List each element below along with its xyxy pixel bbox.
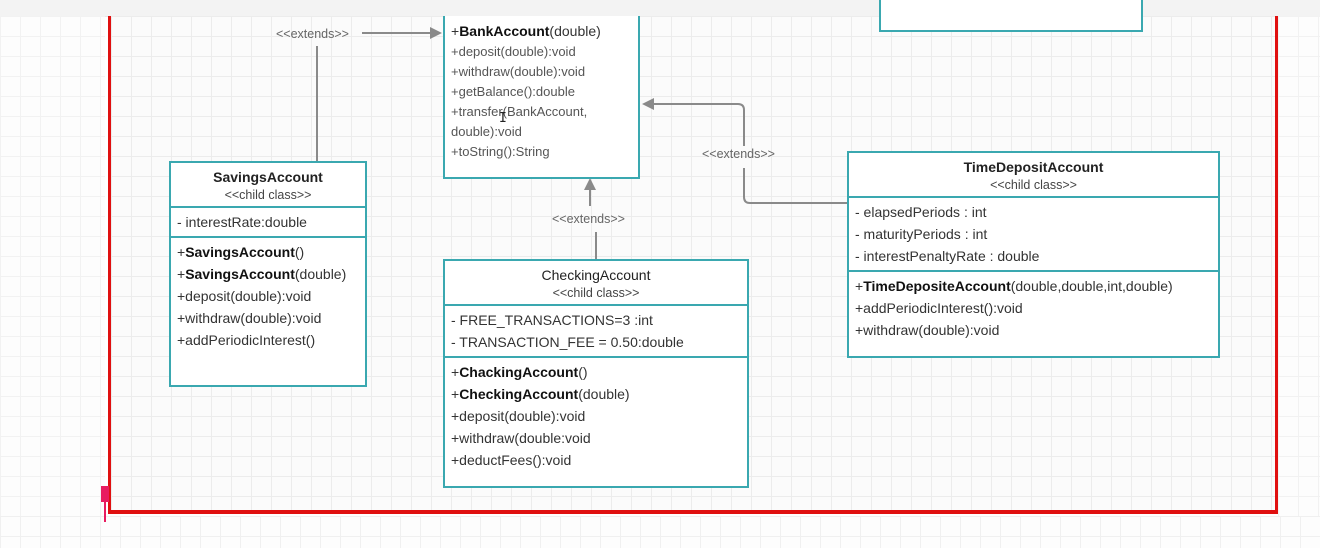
checking-class-name: CheckingAccount: [541, 267, 651, 283]
time-deposit-attr-elapsed: - elapsedPeriods : int: [855, 204, 987, 220]
outer-grid-right: [1278, 16, 1320, 516]
bank-op-transfer: +transfer(BankAccount,: [451, 104, 588, 119]
time-deposit-extends-label: <<extends>>: [702, 147, 775, 161]
class-bank-account[interactable]: +BankAccount(double) +deposit(double):vo…: [443, 16, 640, 179]
time-deposit-stereotype: <<child class>>: [990, 178, 1077, 192]
annotation-marker-stem: [104, 486, 106, 522]
checking-stereotype: <<child class>>: [552, 286, 640, 300]
bank-op-constructor: +BankAccount(double): [451, 23, 601, 39]
outer-grid-bottom: [0, 516, 1320, 548]
time-deposit-op-withdraw: +withdraw(double):void: [855, 322, 1000, 338]
checking-op-deposit: +deposit(double):void: [451, 408, 586, 424]
checking-op-constructor: +ChackingAccount(): [451, 364, 588, 380]
savings-op-constructor: +SavingsAccount(): [177, 244, 305, 260]
class-savings-account[interactable]: SavingsAccount <<child class>> - interes…: [169, 161, 367, 387]
class-checking-account[interactable]: CheckingAccount <<child class>> - FREE_T…: [443, 259, 749, 488]
checking-attr-transaction-fee: - TRANSACTION_FEE = 0.50:double: [451, 334, 684, 350]
time-deposit-op-constructor: +TimeDepositeAccount(double,double,int,d…: [855, 278, 1173, 294]
class-time-deposit-account[interactable]: TimeDepositAccount <<child class>> - ela…: [847, 151, 1220, 358]
checking-extends-label: <<extends>>: [552, 212, 625, 226]
savings-op-constructor-double: +SavingsAccount(double): [177, 266, 347, 282]
checking-op-constructor-double: +CheckingAccount(double): [451, 386, 630, 402]
savings-op-deposit: +deposit(double):void: [177, 288, 312, 304]
savings-extends-label: <<extends>>: [276, 27, 349, 41]
partial-class-box[interactable]: [879, 0, 1143, 32]
checking-attr-free-transactions: - FREE_TRANSACTIONS=3 :int: [451, 312, 653, 328]
checking-op-withdraw: +withdraw(double:void: [451, 430, 591, 446]
bank-op-get-balance: +getBalance():double: [451, 84, 575, 99]
time-deposit-op-add-interest: +addPeriodicInterest():void: [855, 300, 1023, 316]
text-cursor-icon: I: [499, 111, 507, 126]
savings-op-add-interest: +addPeriodicInterest(): [177, 332, 316, 348]
bank-op-to-string: +toString():String: [451, 144, 550, 159]
checking-op-deduct-fees: +deductFees():void: [451, 452, 572, 468]
time-deposit-attr-maturity: - maturityPeriods : int: [855, 226, 988, 242]
outer-grid-left: [0, 16, 105, 516]
time-deposit-attr-penalty: - interestPenaltyRate : double: [855, 248, 1040, 264]
savings-op-withdraw: +withdraw(double):void: [177, 310, 322, 326]
bank-op-transfer-cont: double):void: [451, 124, 522, 139]
bank-op-withdraw: +withdraw(double):void: [451, 64, 586, 79]
savings-attr-interest-rate: - interestRate:double: [177, 214, 307, 230]
savings-class-name: SavingsAccount: [213, 169, 323, 185]
time-deposit-class-name: TimeDepositAccount: [963, 159, 1104, 175]
savings-stereotype: <<child class>>: [224, 188, 312, 202]
bank-op-deposit: +deposit(double):void: [451, 44, 576, 59]
